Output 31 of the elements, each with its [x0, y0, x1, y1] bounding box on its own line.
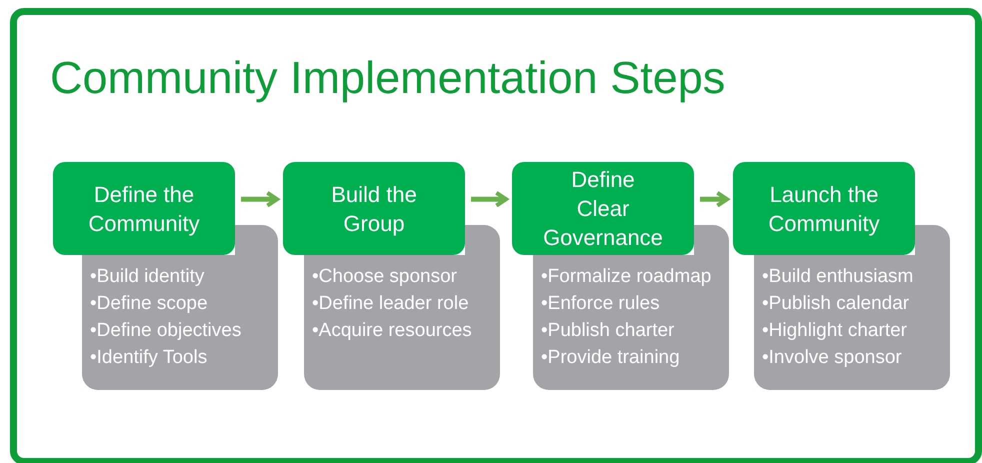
arrow — [700, 190, 729, 208]
bullet-item: •Highlight charter — [762, 319, 908, 343]
arrow — [471, 190, 508, 208]
bullet-item: •Provide training — [541, 346, 681, 370]
bullet-item: •Build identity — [90, 265, 206, 289]
bullet-item: •Define objectives — [90, 319, 242, 343]
step-box — [733, 162, 915, 255]
step-title: Define Clear Governance — [542, 166, 664, 252]
bullet-item: •Define scope — [90, 292, 209, 316]
title: Community Implementation Steps — [50, 52, 726, 104]
bullet-item: •Enforce rules — [541, 292, 661, 316]
bullet-list-box — [533, 255, 729, 390]
bullet-item: •Publish calendar — [762, 292, 910, 316]
bullet-item: •Choose sponsor — [312, 265, 458, 289]
bullet-list-box — [304, 255, 500, 390]
step-title: Build the Group — [330, 180, 418, 238]
bullet-item: •Formalize roadmap — [541, 265, 712, 289]
bullet-item: •Involve sponsor — [762, 346, 903, 370]
bullet-item: •Define leader role — [312, 292, 470, 316]
bullet-list-box — [754, 255, 950, 390]
step-box — [283, 162, 465, 255]
bullet-item: •Identify Tools — [90, 346, 208, 370]
bullet-list-box — [82, 255, 278, 390]
arrow — [241, 190, 279, 208]
step-box — [512, 162, 694, 255]
step-title: Define the Community — [87, 180, 201, 238]
step-title: Launch the Community — [767, 180, 881, 238]
step-box — [53, 162, 235, 255]
bullet-item: •Publish charter — [541, 319, 676, 343]
bullet-item: •Acquire resources — [312, 319, 473, 343]
bullet-item: •Build enthusiasm — [762, 265, 914, 289]
